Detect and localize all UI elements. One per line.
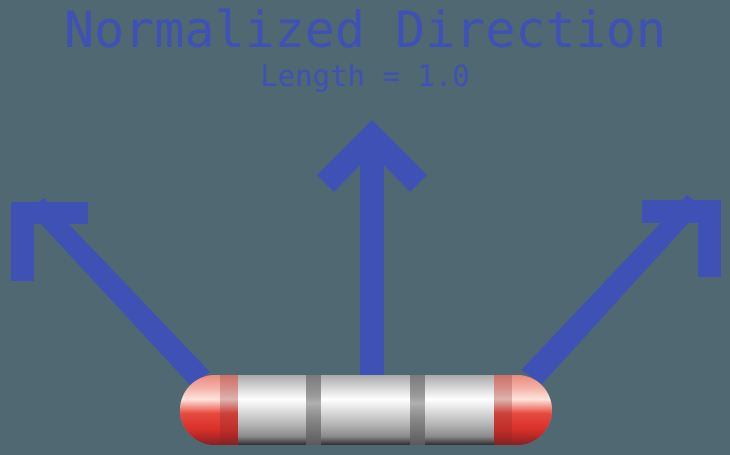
arrow-up-left-icon <box>11 198 210 385</box>
diagram-subtitle: Length = 1.0 <box>260 59 470 93</box>
diagram-title: Normalized Direction <box>63 1 667 59</box>
cap-band <box>494 375 512 445</box>
arrow-up-icon <box>317 120 427 377</box>
capsule-left-cap <box>180 375 238 445</box>
capsule-right-cap <box>494 375 552 445</box>
capsule-ring-right <box>410 375 425 445</box>
cap-band <box>220 375 238 445</box>
arrow-up-right-icon <box>521 195 721 384</box>
capsule-ring-left <box>306 375 321 445</box>
capsule-object <box>180 375 552 445</box>
